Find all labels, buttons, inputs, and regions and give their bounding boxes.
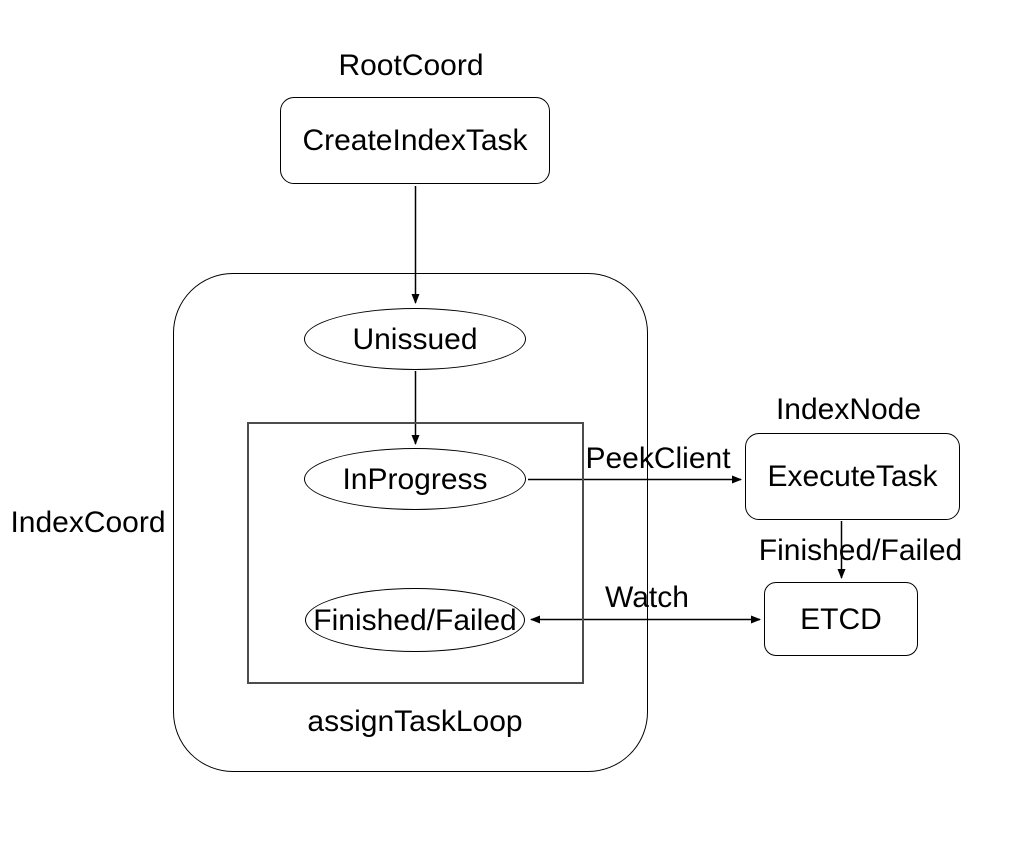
node-create-index-task: CreateIndexTask: [280, 97, 550, 184]
assign-task-loop-label: assignTaskLoop: [307, 705, 523, 738]
index-coord-container: [173, 273, 648, 772]
peek-client-edge-label: PeekClient: [585, 442, 731, 475]
node-in-progress: InProgress: [304, 448, 526, 510]
node-unissued: Unissued: [304, 308, 526, 370]
node-finished-failed: Finished/Failed: [305, 588, 525, 652]
assign-task-loop-container: [247, 422, 584, 684]
finished-failed-edge-label: Finished/Failed: [758, 534, 963, 567]
node-etcd: ETCD: [764, 582, 918, 656]
index-node-label: IndexNode: [775, 393, 922, 426]
watch-edge-label: Watch: [605, 581, 689, 614]
index-coord-label: IndexCoord: [10, 506, 166, 539]
root-coord-label: RootCoord: [338, 49, 484, 82]
node-execute-task: ExecuteTask: [745, 433, 960, 520]
